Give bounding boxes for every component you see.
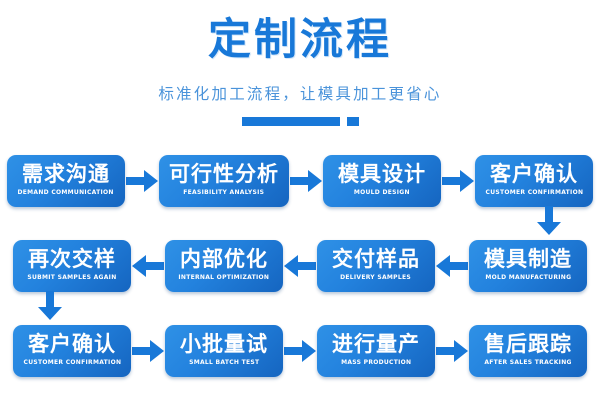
flow-node-mould-design[interactable]: 模具设计 MOULD DESIGN xyxy=(323,155,441,207)
flow-node-small-batch-test[interactable]: 小批量试 SMALL BATCH TEST xyxy=(165,325,283,377)
flow-node-mold-manufacturing[interactable]: 模具制造 MOLD MANUFACTURING xyxy=(469,240,587,292)
flow-node-label-cn: 小批量试 xyxy=(180,332,268,357)
page-header: 定制流程 标准化加工流程，让模具加工更省心 xyxy=(0,0,600,127)
flow-node-label-cn: 售后跟踪 xyxy=(484,332,572,357)
divider-square-icon xyxy=(346,117,359,127)
arrow-left-icon xyxy=(283,253,317,279)
flow-node-demand-communication[interactable]: 需求沟通 DEMAND COMMUNICATION xyxy=(7,155,125,207)
flow-node-label-en: DELIVERY SAMPLES xyxy=(340,274,412,282)
flow-node-internal-optimization[interactable]: 内部优化 INTERNAL OPTIMIZATION xyxy=(165,240,283,292)
flow-node-label-en: SMALL BATCH TEST xyxy=(188,359,260,367)
arrow-right-icon xyxy=(441,168,475,194)
flow-node-label-en: MOLD MANUFACTURING xyxy=(485,274,571,282)
page-title: 定制流程 xyxy=(208,15,392,65)
flow-node-label-cn: 内部优化 xyxy=(180,247,268,272)
page-subtitle: 标准化加工流程，让模具加工更省心 xyxy=(158,85,442,104)
flow-node-label-cn: 模具设计 xyxy=(338,162,426,187)
flow-node-after-sales-tracking[interactable]: 售后跟踪 AFTER SALES TRACKING xyxy=(469,325,587,377)
process-flow-diagram: 需求沟通 DEMAND COMMUNICATION 可行性分析 FEASIBIL… xyxy=(0,152,600,380)
flow-node-customer-confirmation-1[interactable]: 客户确认 CUSTOMER CONFIRMATION xyxy=(475,155,593,207)
divider-bar-icon xyxy=(241,117,340,127)
arrow-down-icon xyxy=(537,206,563,236)
flow-node-label-en: CUSTOMER CONFIRMATION xyxy=(485,189,583,197)
flow-node-label-cn: 进行量产 xyxy=(332,332,420,357)
flow-node-feasibility-analysis[interactable]: 可行性分析 FEASIBILITY ANALYSIS xyxy=(159,155,289,207)
flow-node-label-en: MOULD DESIGN xyxy=(354,189,410,197)
flow-node-label-cn: 交付样品 xyxy=(332,247,420,272)
flow-row-2: 再次交样 SUBMIT SAMPLES AGAIN 内部优化 INTERNAL … xyxy=(0,237,600,320)
flow-node-label-en: SUBMIT SAMPLES AGAIN xyxy=(27,274,117,282)
arrow-down-icon xyxy=(38,291,64,321)
flow-node-customer-confirmation-2[interactable]: 客户确认 CUSTOMER CONFIRMATION xyxy=(13,325,131,377)
flow-node-label-en: DEMAND COMMUNICATION xyxy=(17,189,115,197)
flow-node-delivery-samples[interactable]: 交付样品 DELIVERY SAMPLES xyxy=(317,240,435,292)
flow-row-1: 需求沟通 DEMAND COMMUNICATION 可行性分析 FEASIBIL… xyxy=(0,152,600,235)
flow-node-label-en: CUSTOMER CONFIRMATION xyxy=(23,359,121,367)
flow-node-mass-production[interactable]: 进行量产 MASS PRODUCTION xyxy=(317,325,435,377)
flow-node-label-cn: 可行性分析 xyxy=(169,162,279,187)
flow-node-label-cn: 模具制造 xyxy=(484,247,572,272)
flow-node-label-cn: 客户确认 xyxy=(490,162,578,187)
flow-node-label-en: AFTER SALES TRACKING xyxy=(484,359,572,367)
arrow-right-icon xyxy=(289,168,323,194)
flow-row-3: 客户确认 CUSTOMER CONFIRMATION 小批量试 SMALL BA… xyxy=(0,322,600,380)
arrow-right-icon xyxy=(435,338,469,364)
flow-node-label-en: MASS PRODUCTION xyxy=(340,359,412,367)
flow-node-label-cn: 客户确认 xyxy=(28,332,116,357)
header-divider xyxy=(0,117,600,127)
flow-node-label-cn: 需求沟通 xyxy=(22,162,110,187)
flow-node-label-en: INTERNAL OPTIMIZATION xyxy=(178,274,270,282)
arrow-right-icon xyxy=(131,338,165,364)
flow-node-label-en: FEASIBILITY ANALYSIS xyxy=(183,189,265,197)
arrow-right-icon xyxy=(125,168,159,194)
flow-node-label-cn: 再次交样 xyxy=(28,247,116,272)
arrow-left-icon xyxy=(131,253,165,279)
arrow-right-icon xyxy=(283,338,317,364)
arrow-left-icon xyxy=(435,253,469,279)
flow-node-submit-samples-again[interactable]: 再次交样 SUBMIT SAMPLES AGAIN xyxy=(13,240,131,292)
